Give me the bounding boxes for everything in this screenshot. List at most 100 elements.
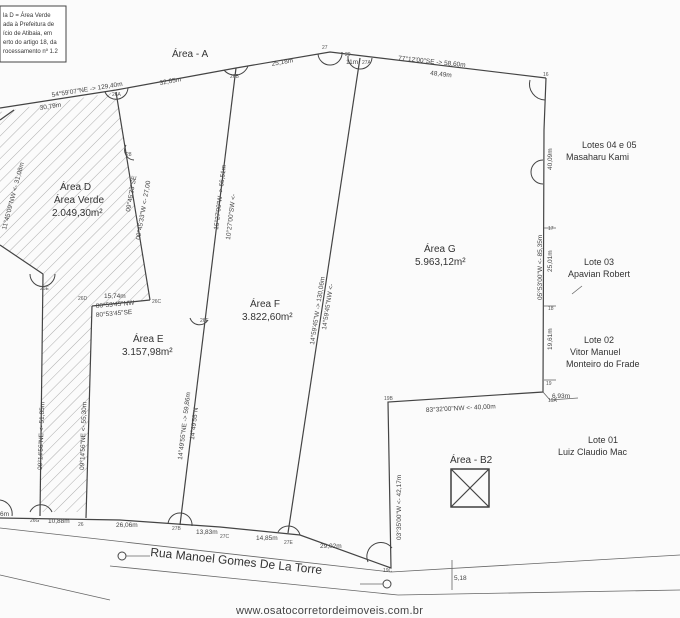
line-e-f-divider — [179, 67, 237, 526]
area-d-label: Área Verde — [54, 193, 104, 206]
meas-mid1-bearing: 15°27'00"W -> 66,51m — [212, 165, 228, 231]
line-e-top — [91, 299, 151, 307]
arc-9 — [29, 504, 53, 513]
marker-27c: 27C — [220, 534, 230, 540]
area-d-hatch — [0, 92, 150, 512]
arc-3 — [317, 51, 343, 66]
area-a-label: Área - A — [172, 47, 208, 60]
marker-29: 29 — [345, 52, 351, 58]
meas-right-dist2: 25,01m — [547, 250, 554, 272]
marker-26: 26 — [78, 522, 84, 528]
meas-left-bearing1: 09°45'33"W <- 27,00 — [134, 180, 152, 241]
meas-right-dist3: 19,61m — [547, 328, 554, 350]
legend-box — [0, 5, 67, 63]
marker-16: 16 — [543, 72, 549, 78]
marker-26e: 26E — [40, 286, 50, 292]
meas-top-left-dist1: 30,79m — [39, 102, 62, 112]
arc-5 — [529, 79, 546, 101]
marker-27: 27 — [322, 45, 328, 51]
street-line-right2 — [397, 589, 680, 596]
marker-26d: 26D — [78, 296, 88, 302]
boundary-right — [387, 77, 547, 569]
meas-b2-bearing: 03°35'00"W <- 42,17m — [395, 475, 403, 540]
legend-line-2: ada à Prefeitura de — [3, 22, 55, 28]
meas-top-mid-dist: 32,65m — [159, 76, 182, 87]
marker-27e: 27E — [284, 540, 294, 546]
area-e-name: Área E — [133, 332, 164, 345]
marker-17: 17 — [548, 226, 554, 232]
arc-6 — [530, 159, 544, 185]
meas-bottom-d: 10,88m — [48, 518, 70, 525]
line-d-right — [115, 91, 151, 301]
meas-bottom-left: 6m — [0, 511, 9, 518]
lote-02-owner: Vitor Manuel — [570, 347, 620, 357]
lote-01-name: Lote 01 — [588, 435, 618, 445]
area-d-name: Área D — [60, 180, 91, 193]
lotes-04-05-owner: Masaharu Kami — [566, 152, 629, 162]
line-d-left — [0, 244, 44, 275]
meas-bottom-f: 13,83m — [196, 529, 218, 536]
meas-e-top-dist: 15,74m — [104, 293, 126, 300]
meas-right-dist1: 40,09m — [547, 148, 554, 170]
area-e-size: 3.157,98m² — [122, 347, 173, 358]
lote-01-owner: Luiz Claudio Mac — [558, 447, 628, 457]
area-f-size: 3.822,60m² — [242, 312, 293, 323]
line-f-g-divider — [287, 57, 361, 534]
marker-28: 28 — [126, 152, 132, 158]
area-g-name: Área G — [424, 242, 456, 255]
area-g-size: 5.963,12m² — [415, 257, 466, 268]
meas-top-dist3: 11m — [346, 59, 358, 66]
arc-11 — [277, 525, 301, 536]
meas-top-dist2: 25,18m — [271, 57, 294, 68]
lot-pointer-1 — [571, 285, 583, 295]
marker-19a: 19A — [548, 398, 558, 404]
street-marker-left — [117, 551, 127, 561]
meas-bottom-g: 29,02m — [320, 543, 342, 550]
area-b2-cross-2 — [450, 468, 490, 508]
marker-26g: 26G — [30, 518, 40, 524]
meas-d-bearing1: 09°14'56"NE <- 51,85m — [36, 402, 46, 470]
marker-27b: 27B — [172, 526, 182, 532]
meas-right-bearing: 05°53'00"W <- 85,35m — [536, 235, 544, 300]
street-line-left-curve — [0, 574, 111, 601]
lotes-04-05-name: Lotes 04 e 05 — [582, 140, 637, 150]
meas-inner-bearing: 83°32'00"NW <- 40,00m — [426, 402, 496, 414]
legend-line-3: ício de Atibaia, em — [3, 31, 52, 37]
lote-02-owner2: Monteiro do Frade — [566, 359, 640, 369]
boundary-right-step — [542, 391, 579, 401]
line-d-left-v — [39, 273, 44, 517]
street-line-lower — [109, 565, 399, 596]
watermark-text: www.osatocorretordeimoveis.com.br — [235, 605, 423, 617]
meas-right-small: 6,93m — [552, 393, 570, 400]
meas-d-bearing2: 09°14'56"NE <- 55,30m — [78, 402, 88, 470]
legend-line-1: la D = Área Verde — [3, 12, 51, 19]
line-d-tip — [0, 109, 15, 121]
marker-19b: 19B — [384, 396, 394, 402]
meas-bottom-e: 26,06m — [116, 522, 138, 529]
street-line-upper — [0, 527, 392, 573]
meas-mid1-bearing2: 10°27'00"SW <- — [224, 194, 238, 241]
lote-03-owner: Apavian Robert — [568, 269, 631, 279]
meas-top-right-dist: 48,49m — [430, 70, 452, 79]
area-b2-box — [450, 468, 490, 508]
marker-27a: 27A — [362, 60, 372, 66]
arc-2 — [223, 65, 249, 76]
arc-1 — [104, 87, 129, 100]
legend-line-5: rocessamento nº 1.2 — [3, 48, 59, 55]
meas-bottom-f2: 14,85m — [256, 535, 278, 542]
legend-line-4: erto do artigo 18, da — [3, 40, 57, 46]
marker-26b: 26B — [230, 74, 240, 80]
arc-10 — [167, 512, 193, 527]
line-d-e-divider — [85, 305, 93, 519]
area-d-size: 2.049,30m² — [52, 208, 103, 219]
arc-4 — [347, 55, 373, 70]
lote-02-name: Lote 02 — [584, 335, 614, 345]
marker-19c: 19C — [383, 568, 393, 574]
boundary-bottom — [0, 517, 392, 569]
meas-e-top-bearing: 80°53'45"NW — [95, 299, 135, 310]
marker-19: 19 — [546, 381, 552, 387]
meas-street-small: 5,18 — [454, 575, 467, 582]
meas-f-bearing2: 14°49'55"N — [188, 407, 200, 441]
meas-top-right-bearing: 77°12'00"SE -> 58,60m — [398, 54, 466, 69]
